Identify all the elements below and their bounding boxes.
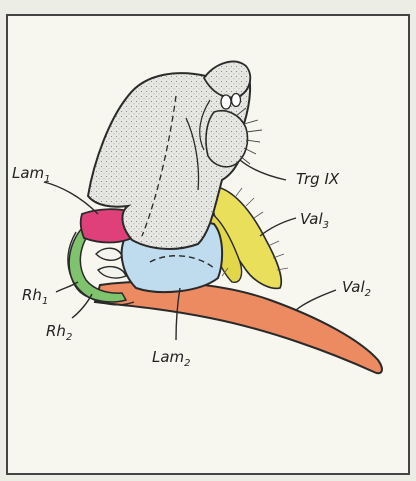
label-trg9: Trg IX <box>296 170 340 188</box>
val2-shape <box>95 282 382 374</box>
label-lam1: Lam1 <box>12 164 51 185</box>
trg9-lobe <box>206 111 248 167</box>
leader-rh1 <box>56 282 78 292</box>
leader-trg9 <box>240 160 286 180</box>
label-val3: Val3 <box>300 210 329 231</box>
leader-val2 <box>296 290 336 310</box>
label-rh2: Rh2 <box>46 322 72 343</box>
label-val2: Val2 <box>342 278 371 299</box>
label-lam2: Lam2 <box>152 348 191 369</box>
leader-val3 <box>260 218 296 236</box>
label-rh1: Rh1 <box>22 286 48 307</box>
